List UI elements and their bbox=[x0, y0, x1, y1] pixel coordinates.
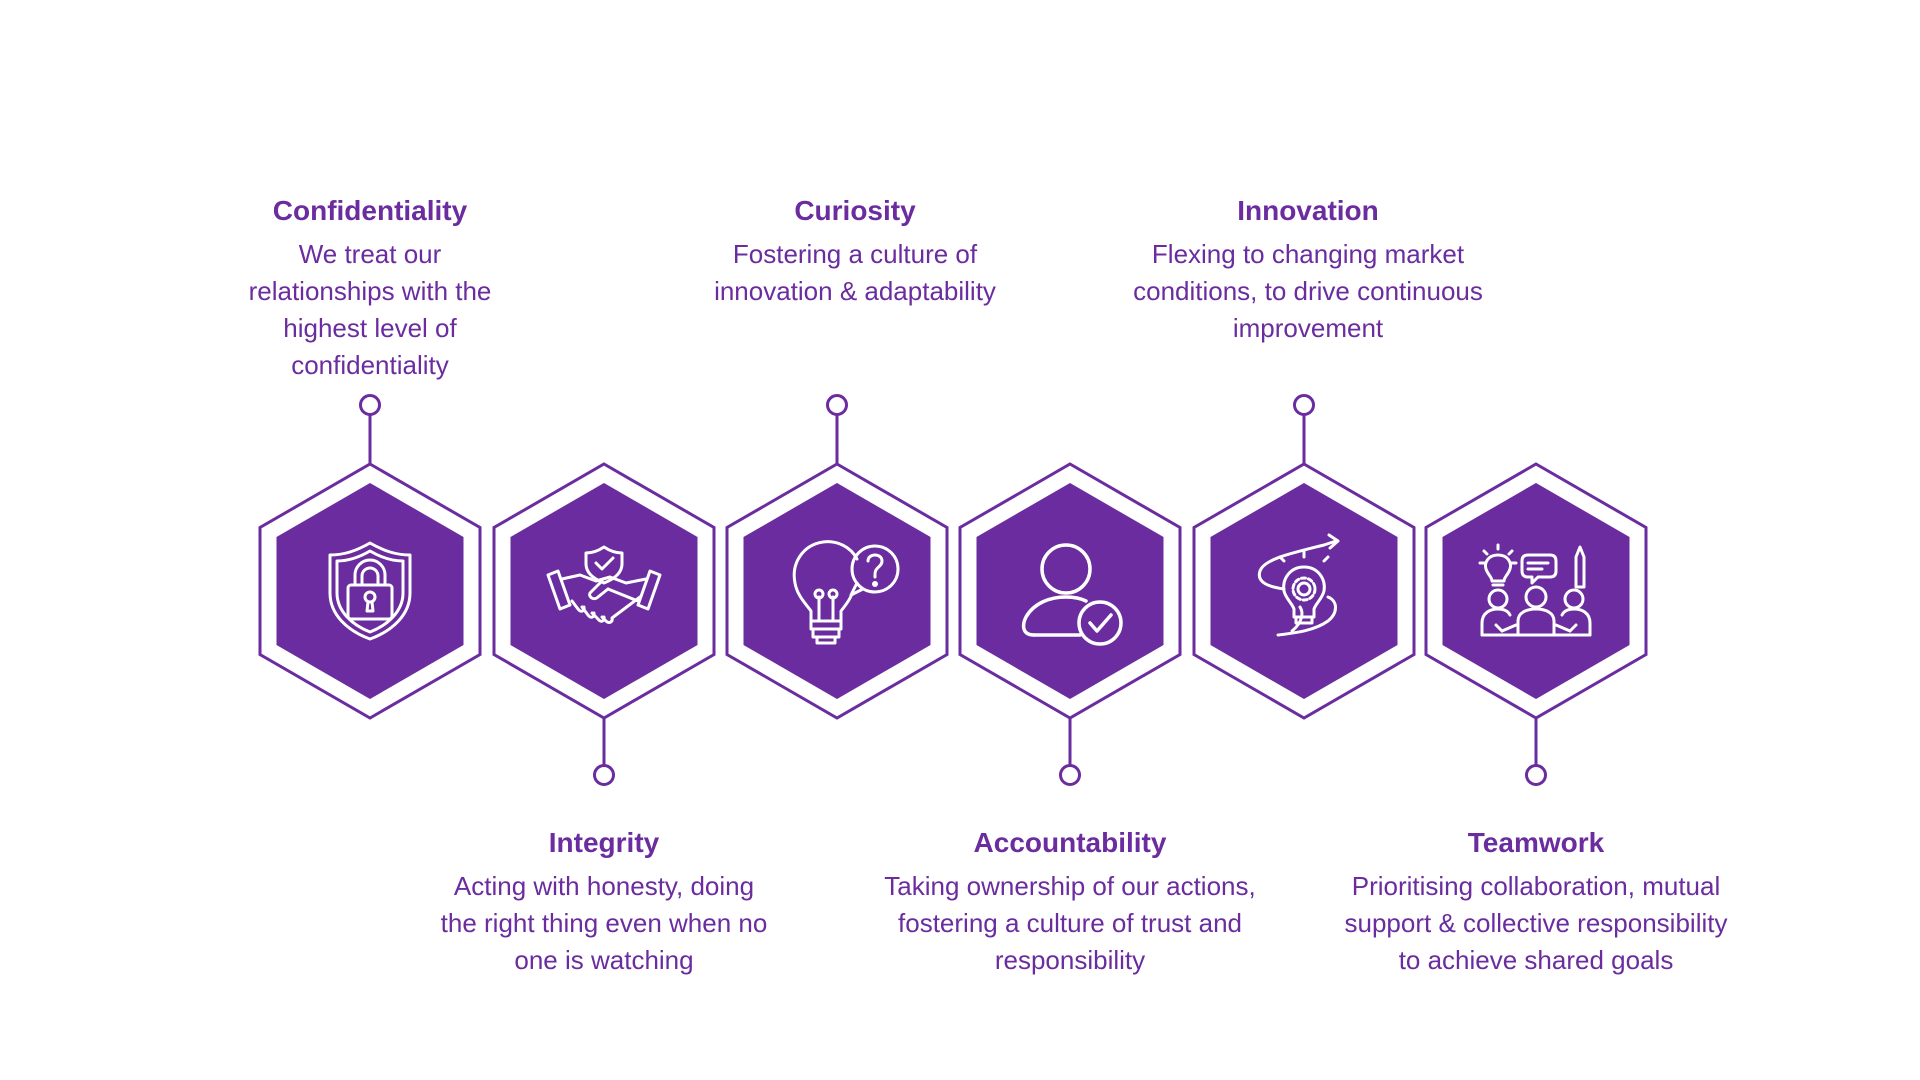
value-curiosity: Curiosity Fostering a culture of innovat… bbox=[655, 194, 1055, 310]
value-accountability: Accountability Taking ownership of our a… bbox=[870, 826, 1270, 979]
value-title: Curiosity bbox=[794, 195, 916, 226]
value-description: Prioritising collaboration, mutual suppo… bbox=[1344, 871, 1728, 975]
bulb-gear-icon bbox=[1257, 533, 1340, 637]
value-description: We treat our relationships with the high… bbox=[248, 239, 492, 380]
value-title: Confidentiality bbox=[272, 195, 468, 226]
value-title: Teamwork bbox=[1467, 827, 1605, 858]
value-title: Innovation bbox=[1237, 195, 1379, 226]
value-innovation: Innovation Flexing to changing market co… bbox=[1108, 194, 1508, 347]
hexagon-innovation bbox=[1192, 462, 1416, 720]
hexagon-teamwork bbox=[1424, 462, 1648, 720]
value-description: Flexing to changing market conditions, t… bbox=[1133, 239, 1483, 343]
value-confidentiality: Confidentiality We treat our relationshi… bbox=[170, 194, 570, 384]
value-integrity: Integrity Acting with honesty, doing the… bbox=[404, 826, 804, 979]
value-title: Accountability bbox=[973, 827, 1167, 858]
connector-curiosity bbox=[826, 394, 848, 464]
connector-integrity bbox=[593, 718, 615, 786]
value-title: Integrity bbox=[548, 827, 660, 858]
value-description: Taking ownership of our actions, fosteri… bbox=[884, 871, 1256, 975]
shield-lock-icon bbox=[328, 541, 412, 641]
handshake-icon bbox=[546, 545, 662, 624]
connector-teamwork bbox=[1525, 718, 1547, 786]
connector-innovation bbox=[1293, 394, 1315, 464]
value-description: Acting with honesty, doing the right thi… bbox=[440, 871, 768, 975]
user-check-icon bbox=[1021, 543, 1123, 646]
team-ideas-icon bbox=[1478, 543, 1592, 637]
value-description: Fostering a culture of innovation & adap… bbox=[714, 239, 996, 306]
connector-accountability bbox=[1059, 718, 1081, 786]
connector-confidentiality bbox=[359, 394, 381, 464]
lightbulb-question-icon bbox=[792, 540, 900, 645]
value-teamwork: Teamwork Prioritising collaboration, mut… bbox=[1336, 826, 1736, 979]
